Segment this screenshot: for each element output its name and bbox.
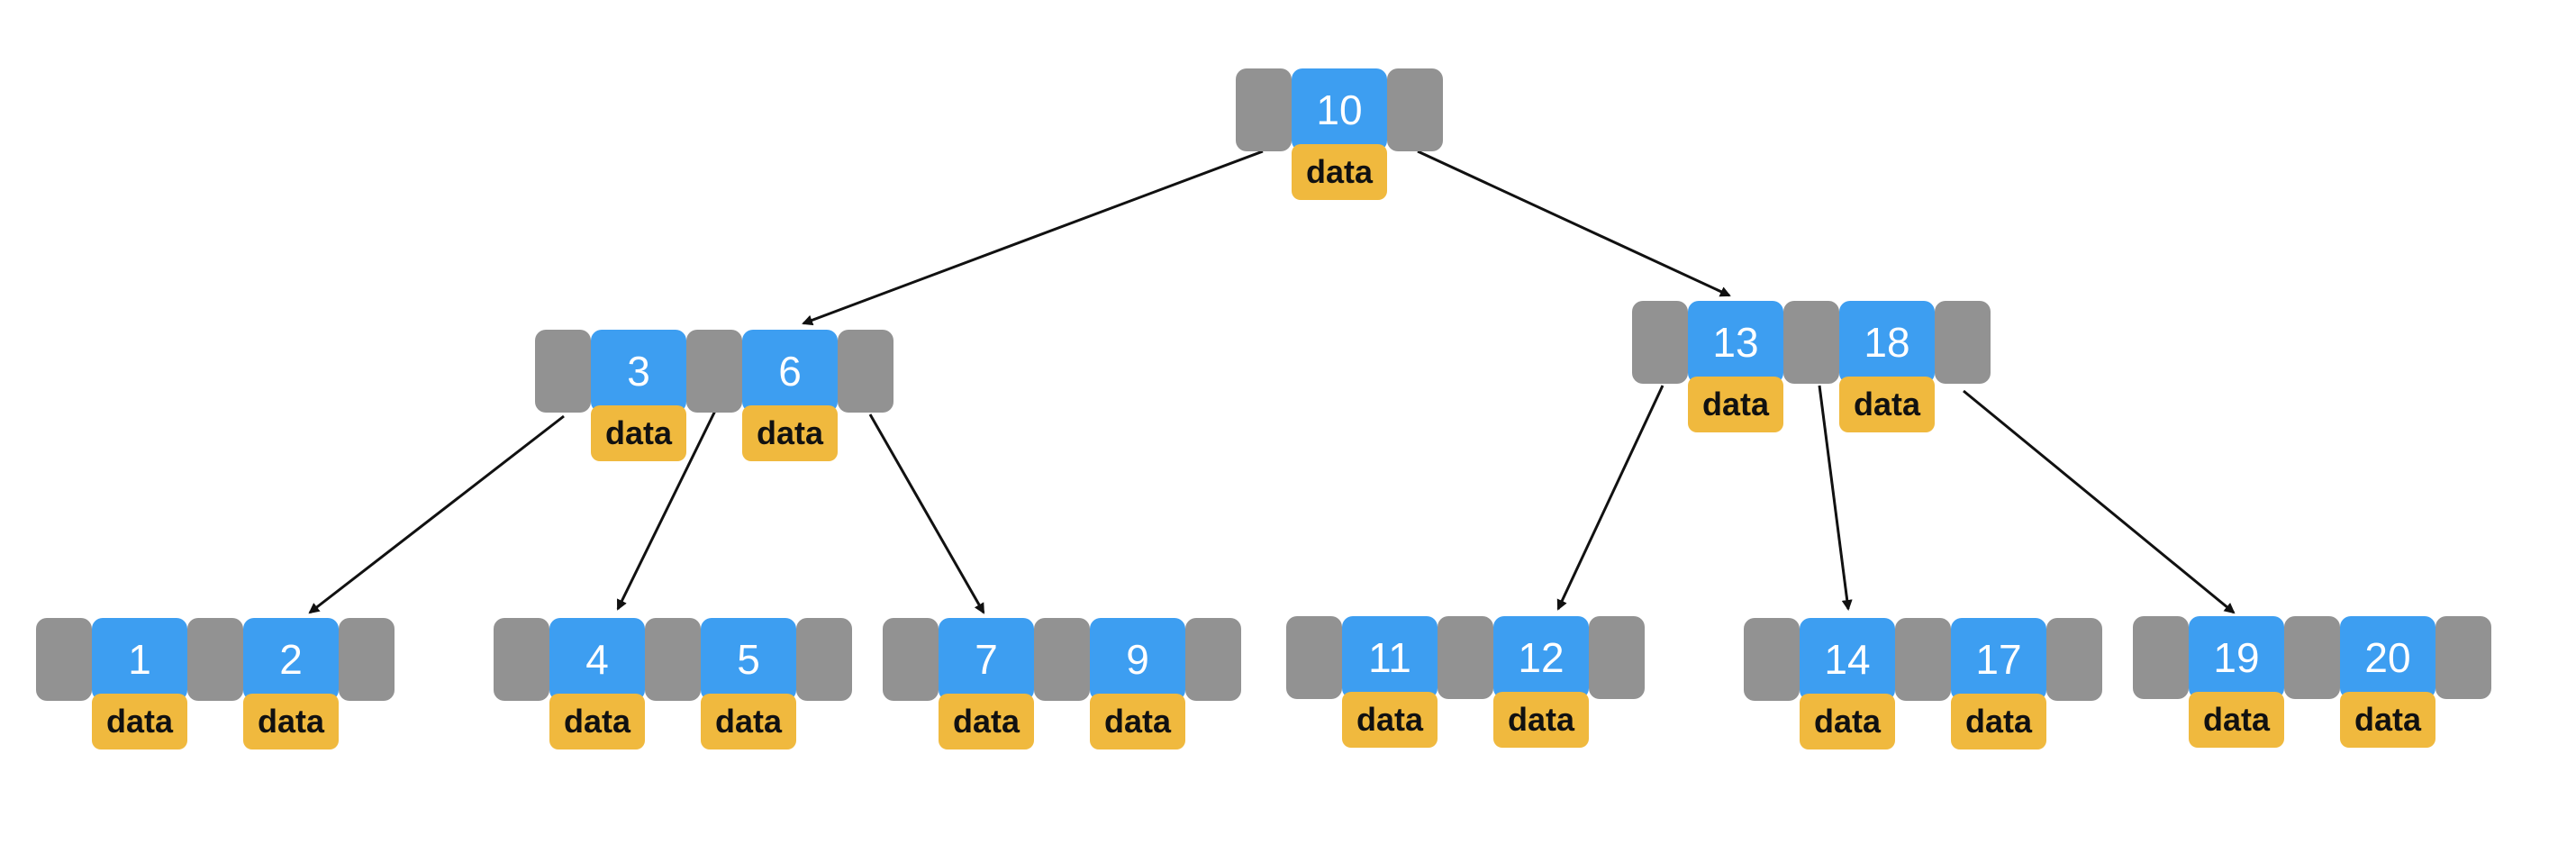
child-pointer [1438, 616, 1493, 699]
key-cell: 10 [1292, 68, 1387, 151]
key-cell: 11 [1342, 616, 1438, 699]
child-pointer [187, 618, 243, 701]
key-cell: 13 [1688, 301, 1783, 384]
child-pointer [1185, 618, 1241, 701]
data-cell: data [701, 694, 796, 749]
key-cell: 19 [2189, 616, 2284, 699]
child-pointer [1589, 616, 1645, 699]
child-pointer [339, 618, 395, 701]
key-cell: 14 [1800, 618, 1895, 701]
data-cell: data [1951, 694, 2046, 749]
child-pointer [838, 330, 893, 413]
child-pointer [1783, 301, 1839, 384]
child-pointer [2133, 616, 2189, 699]
tree-edge-arrow [802, 150, 1264, 326]
data-cell: data [1839, 377, 1935, 432]
key-cell: 9 [1090, 618, 1185, 701]
child-pointer [1935, 301, 1991, 384]
child-pointer [2046, 618, 2102, 701]
data-cell: data [1688, 377, 1783, 432]
child-pointer [1632, 301, 1688, 384]
tree-edge-arrow [1417, 150, 1731, 297]
child-pointer [1286, 616, 1342, 699]
data-cell: data [92, 694, 187, 749]
key-cell: 18 [1839, 301, 1935, 384]
child-pointer [1236, 68, 1292, 151]
key-cell: 4 [549, 618, 645, 701]
data-cell: data [1800, 694, 1895, 749]
data-cell: data [1090, 694, 1185, 749]
data-cell: data [1342, 692, 1438, 748]
data-cell: data [2189, 692, 2284, 748]
child-pointer [686, 330, 742, 413]
key-cell: 17 [1951, 618, 2046, 701]
child-pointer [535, 330, 591, 413]
child-pointer [1744, 618, 1800, 701]
child-pointer [883, 618, 939, 701]
child-pointer [645, 618, 701, 701]
child-pointer [1895, 618, 1951, 701]
child-pointer [796, 618, 852, 701]
child-pointer [36, 618, 92, 701]
key-cell: 1 [92, 618, 187, 701]
child-pointer [1387, 68, 1443, 151]
key-cell: 5 [701, 618, 796, 701]
key-cell: 6 [742, 330, 838, 413]
data-cell: data [1493, 692, 1589, 748]
data-cell: data [2340, 692, 2435, 748]
data-cell: data [243, 694, 339, 749]
key-cell: 3 [591, 330, 686, 413]
child-pointer [494, 618, 549, 701]
tree-edge-arrow [868, 413, 985, 614]
data-cell: data [742, 405, 838, 461]
key-cell: 7 [939, 618, 1034, 701]
child-pointer [1034, 618, 1090, 701]
data-cell: data [549, 694, 645, 749]
tree-edge-arrow [308, 414, 565, 614]
key-cell: 20 [2340, 616, 2435, 699]
data-cell: data [1292, 144, 1387, 200]
tree-edge-arrow [1556, 385, 1664, 611]
key-cell: 2 [243, 618, 339, 701]
child-pointer [2435, 616, 2491, 699]
child-pointer [2284, 616, 2340, 699]
tree-edge-arrow [616, 410, 717, 611]
data-cell: data [591, 405, 686, 461]
data-cell: data [939, 694, 1034, 749]
tree-edge-arrow [1963, 389, 2236, 614]
tree-edge-arrow [1818, 385, 1853, 611]
key-cell: 12 [1493, 616, 1589, 699]
